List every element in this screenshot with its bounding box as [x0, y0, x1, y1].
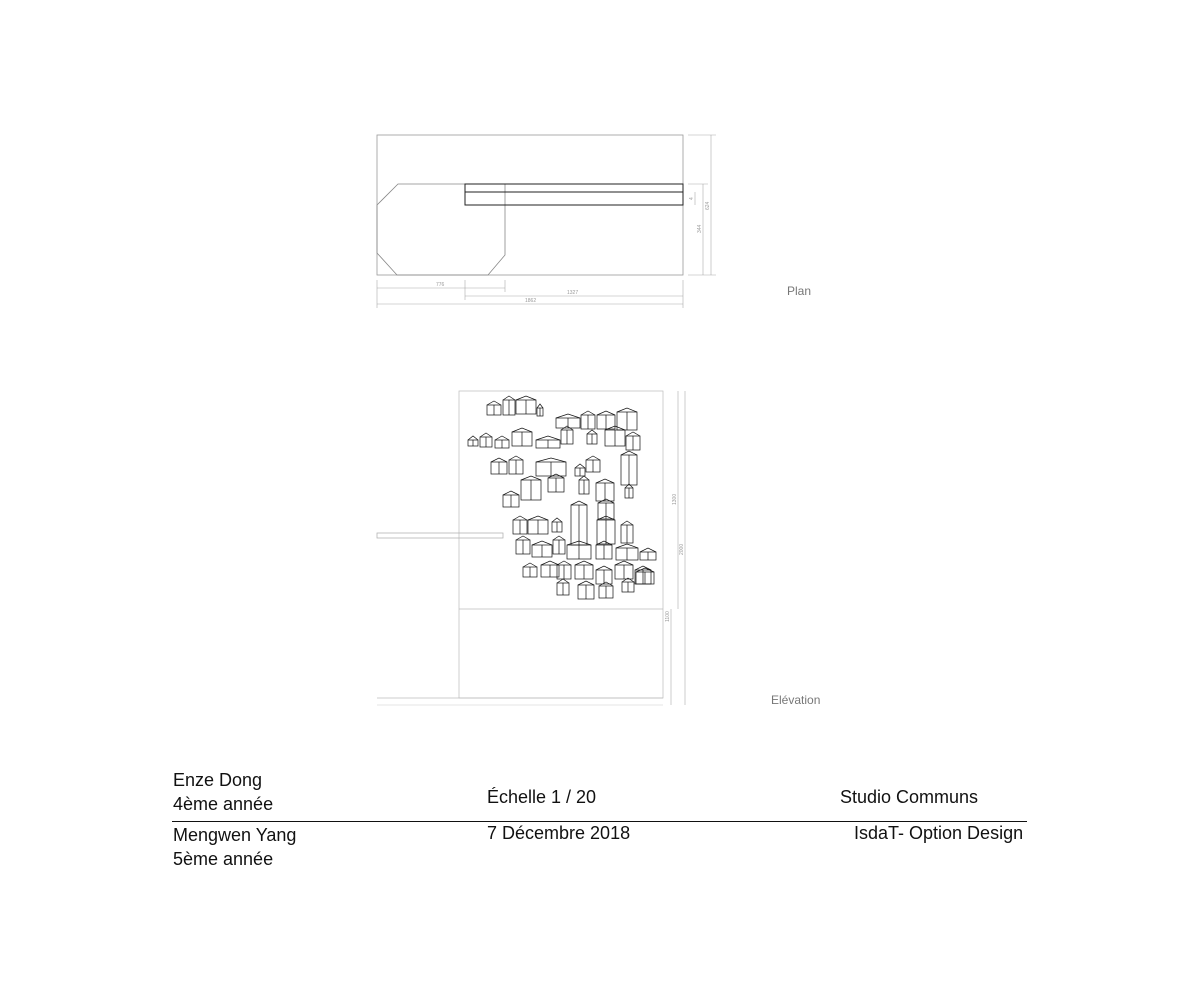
- collage-roof: [535, 457, 567, 463]
- collage-roof: [552, 535, 566, 541]
- collage-roof: [616, 407, 638, 413]
- collage-roof: [536, 403, 544, 409]
- collage-roof: [615, 543, 639, 549]
- plan-vertical-dimensions: [688, 134, 716, 276]
- collage-roof: [531, 540, 553, 546]
- collage-roof: [596, 515, 616, 521]
- collage-roof: [502, 395, 516, 401]
- elevation-vertical-dimensions: [670, 391, 686, 705]
- collage-roof: [595, 565, 613, 571]
- plan-octagon-seat: [376, 183, 506, 276]
- collage-roof: [515, 395, 537, 401]
- studio-name: Studio Communs: [840, 787, 979, 807]
- collage-roof: [620, 520, 634, 526]
- collage-roof: [598, 581, 614, 587]
- plan-dim-1862: 1862: [525, 298, 536, 304]
- collage-roof: [494, 435, 510, 441]
- collage-roof: [555, 413, 581, 419]
- school-name: IsdaT- Option Design: [854, 823, 1024, 843]
- author-1-name: Enze Dong: [173, 770, 263, 790]
- collage-roof: [479, 432, 493, 438]
- collage-roof: [580, 410, 596, 416]
- collage-roof: [527, 515, 549, 521]
- collage-roof: [512, 515, 528, 521]
- author-2-name: Mengwen Yang: [173, 825, 297, 845]
- collage-roof: [566, 540, 592, 546]
- collage-roof: [624, 483, 634, 489]
- plan-dim-1327: 1327: [567, 290, 578, 296]
- elev-dim-2000: 2000: [679, 544, 685, 555]
- collage-roof: [511, 427, 533, 433]
- title-block-divider: [172, 821, 1027, 822]
- collage-roof: [490, 457, 508, 463]
- collage-roof: [535, 435, 561, 441]
- collage-roof: [540, 560, 560, 566]
- collage-roof: [577, 580, 595, 586]
- collage-roof: [508, 455, 524, 461]
- collage-roof: [639, 547, 657, 553]
- elevation-collage: [467, 395, 657, 600]
- plan-horizontal-dimensions: [376, 280, 684, 308]
- plan-bench-body: [464, 191, 684, 206]
- elevation-view: [376, 390, 686, 706]
- collage-roof: [585, 455, 601, 461]
- collage-roof: [522, 562, 538, 568]
- collage-roof: [620, 450, 638, 456]
- plan-dimension-texts: 776 1327 1862 624 344 4: [436, 197, 711, 304]
- elev-dim-1100: 1100: [665, 611, 671, 622]
- collage-roof: [515, 535, 531, 541]
- elevation-bench-arm: [376, 532, 504, 539]
- plan-view: [376, 134, 716, 308]
- collage-roof: [621, 577, 635, 583]
- collage-roof: [635, 567, 655, 573]
- collage-roof: [547, 473, 565, 479]
- collage-roof: [625, 431, 641, 437]
- collage-roof: [467, 435, 479, 441]
- collage-roof: [634, 565, 652, 571]
- collage-roof: [597, 498, 615, 504]
- plan-dim-624: 624: [705, 201, 711, 210]
- collage-roof: [595, 478, 615, 484]
- collage-roof: [556, 560, 572, 566]
- collage-roof: [560, 425, 574, 431]
- plan-label: Plan: [787, 284, 812, 298]
- elevation-label: Elévation: [771, 693, 821, 707]
- plan-dim-4: 4: [689, 197, 695, 200]
- collage-roof: [502, 490, 520, 496]
- collage-roof: [551, 517, 563, 523]
- collage-roof: [604, 425, 626, 431]
- collage-roof: [614, 560, 634, 566]
- collage-roof: [574, 463, 586, 469]
- author-1-year: 4ème année: [173, 794, 274, 814]
- elev-dim-1300: 1300: [672, 494, 678, 505]
- author-2-year: 5ème année: [173, 849, 274, 869]
- plan-dim-776: 776: [436, 282, 445, 288]
- collage-roof: [596, 410, 616, 416]
- collage-roof: [574, 560, 594, 566]
- scale-text: Échelle 1 / 20: [487, 787, 597, 807]
- plan-dim-344: 344: [697, 224, 703, 233]
- date-text: 7 Décembre 2018: [487, 823, 631, 843]
- collage-roof: [486, 400, 502, 406]
- collage-roof: [586, 429, 598, 435]
- collage-roof: [570, 500, 588, 506]
- collage-roof: [556, 578, 570, 584]
- plan-bench-top: [464, 183, 684, 193]
- collage-roof: [520, 475, 542, 481]
- collage-roof: [595, 540, 613, 546]
- collage-roof: [578, 475, 590, 481]
- elevation-dimension-texts: 1300 2000 1100: [665, 494, 685, 622]
